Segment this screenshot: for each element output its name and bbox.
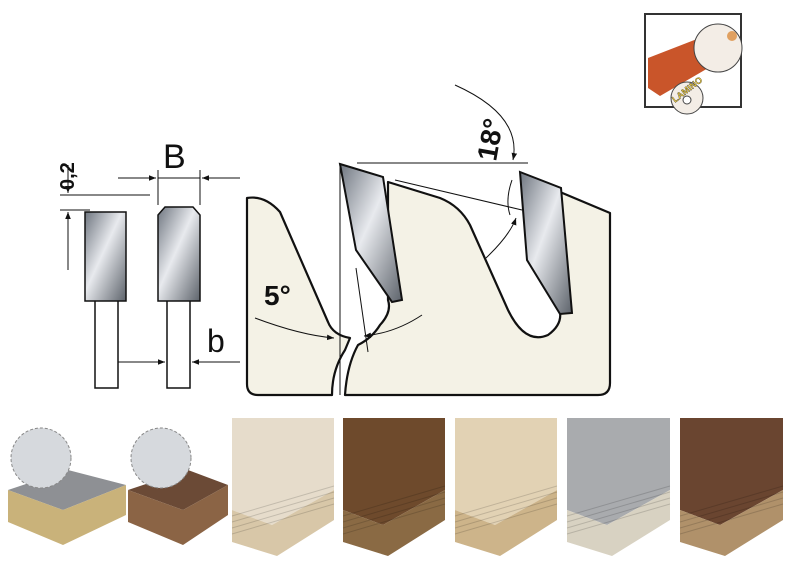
tooth-profile-flat [84, 211, 127, 389]
side-clearance-label: 0,2 [57, 162, 79, 190]
walnut-veneer-board [679, 418, 784, 556]
body-thickness-label: b [207, 323, 225, 359]
blade-body [245, 180, 612, 397]
saw-on-brown-laminated-board [128, 427, 228, 545]
grey-chipboard [566, 418, 671, 556]
birch-plywood [454, 418, 558, 556]
kerf-width-label: B [163, 138, 186, 176]
saw-blade-icon [130, 427, 192, 489]
top-bevel-angle-label: 18° [471, 116, 509, 163]
saw-on-grey-laminated-board [8, 427, 126, 545]
saw-blade-icon [10, 427, 72, 489]
dimension-lines [60, 165, 240, 365]
zebrano-veneer-board [342, 418, 446, 556]
pine-board [231, 418, 335, 556]
lamino-badge: LAMINO [644, 13, 743, 115]
angle-lines [254, 84, 528, 395]
carbide-tip-front [338, 162, 404, 304]
tooth-profile-chamfered [157, 206, 201, 389]
materials-row [8, 418, 784, 556]
hook-angle-label: 5° [264, 280, 291, 311]
carbide-tip-rear [518, 170, 574, 316]
